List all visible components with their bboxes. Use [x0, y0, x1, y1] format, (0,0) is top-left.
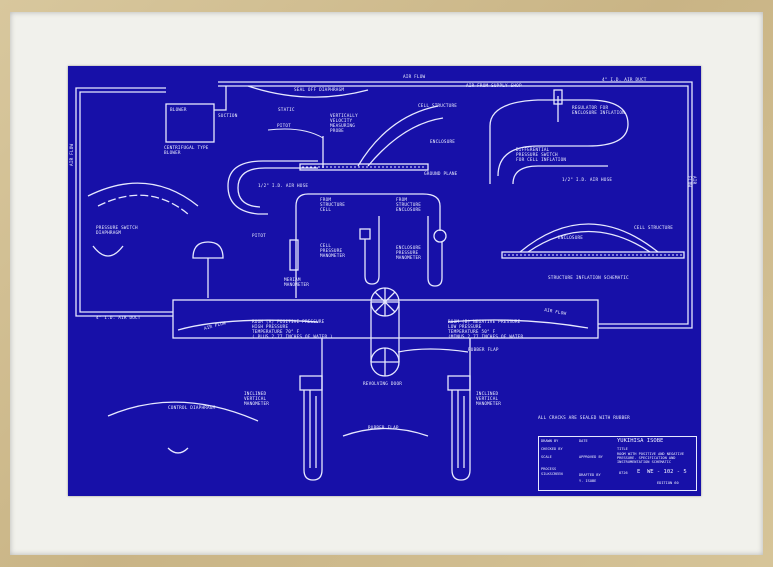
title-heading: TITLE	[617, 447, 628, 451]
date-label: DATE	[579, 439, 588, 443]
from-structure-cell-label: FROM STRUCTURE CELL	[320, 198, 346, 213]
air-hose-left-label: 1/2" I.D. AIR HOSE	[258, 184, 309, 189]
blower-box	[165, 103, 215, 143]
blower-label: BLOWER	[170, 108, 187, 113]
from-structure-enclosure-label: FROM STRUCTURE ENCLOSURE	[396, 198, 422, 213]
cell-manometer-label: CELL PRESSURE MANOMETER	[320, 244, 346, 259]
enclosure-gauge-circle	[433, 229, 447, 243]
enclosure-right-label: ENCLOSURE	[558, 236, 584, 241]
drawn-by-label: DRAWN BY	[541, 439, 559, 443]
pressure-switch-dome	[192, 241, 224, 259]
right-ground-strip	[501, 251, 685, 259]
meriam-manometer-label: MERIAM MANOMETER	[284, 278, 310, 288]
revolving-door-label: REVOLVING DOOR	[363, 382, 403, 387]
title-block: DRAWN BY DATE YUKIHISA ISOBE CHECKED BY …	[538, 436, 697, 491]
static-label: STATIC	[278, 108, 295, 113]
cracks-note-label: ALL CRACKS ARE SEALED WITH RUBBER	[538, 416, 630, 421]
scale-label: SCALE	[541, 455, 552, 459]
room-a-label: ROOM (A) POSITIVE PRESSURE HIGH PRESSURE…	[252, 320, 333, 340]
structure-schematic-label: STRUCTURE INFLATION SCHEMATIC	[548, 276, 629, 281]
approved-by-label: APPROVED BY	[579, 455, 603, 459]
vertical-probe-label: VERTICALLY VELOCITY MEASURING PROBE	[330, 114, 358, 134]
room-b-label: ROOM (B) NEGATIVE PRESSURE LOW PRESSURE …	[448, 320, 524, 340]
inclined-manometer-right-label: INCLINED VERTICAL MANOMETER	[476, 392, 502, 407]
drawing-title: ROOM WITH POSITIVE AND NEGATIVE PRESSURE…	[617, 452, 685, 465]
left-air-duct	[75, 87, 173, 317]
manometer-hose-loop	[295, 193, 441, 298]
air-flow-left-label: AIR FLOW	[70, 143, 75, 166]
control-diaphragm-label: CONTROL DIAPHRAGM	[168, 406, 216, 411]
air-from-supply-label: AIR FROM SUPPLY SHOP	[466, 84, 522, 89]
right-air-duct	[598, 81, 693, 329]
inclined-manometer-right	[447, 375, 471, 391]
inclined-manometer-left-label: INCLINED VERTICAL MANOMETER	[244, 392, 270, 407]
cell-structure-top-label: CELL STRUCTURE	[418, 104, 458, 109]
pressure-switch-diaphragm-arc	[87, 182, 199, 207]
enclosure-arc	[357, 105, 439, 167]
inclined-manometer-left	[299, 375, 323, 391]
centrifugal-blower-label: CENTRIFUGAL TYPE BLOWER	[164, 146, 209, 156]
differential-switch-label: DIFFERENTIAL PRESSURE SWITCH FOR CELL IN…	[516, 148, 567, 163]
meriam-manometer	[289, 239, 299, 271]
job-number: 8726	[619, 471, 628, 475]
regulator-label: REGULATOR FOR ENCLOSURE INFLATION	[572, 106, 625, 116]
drawing-number: WE - 102 - 5	[647, 469, 687, 475]
cell-gauge-square	[359, 228, 371, 240]
regulator-valve	[553, 89, 563, 105]
pressure-switch-label: PRESSURE SWITCH DIAPHRAGM	[96, 226, 138, 236]
control-diaphragm-arc	[107, 401, 259, 422]
pitot-label: PITOT	[277, 124, 291, 129]
ground-plane-label: GROUND PLANE	[424, 172, 458, 177]
right-enclosure-dome	[519, 223, 659, 253]
blueprint-drawing	[75, 81, 693, 481]
air-flow-top-label: AIR FLOW	[403, 75, 426, 80]
suction-label: SUCTION	[218, 114, 238, 119]
pitot-hose	[227, 160, 318, 215]
duct-right-label: 4" I.D. AIR DUCT	[602, 78, 647, 83]
enclosure-manometer-label: ENCLOSURE PRESSURE MANOMETER	[396, 246, 422, 261]
drafter-name: Y. ISOBE	[579, 479, 597, 483]
cell-structure-right-label: CELL STRUCTURE	[634, 226, 674, 231]
right-hose-loop	[489, 99, 629, 184]
process-label: PROCESS	[541, 467, 557, 471]
pitot-left-label: PITOT	[252, 234, 266, 239]
process-value: SILKSCREEN	[541, 472, 563, 476]
rubber-flap-right-label: RUBBER FLAP	[468, 348, 499, 353]
edition: EDITION 60	[657, 481, 679, 485]
enclosure-top-label: ENCLOSURE	[430, 140, 456, 145]
air-flow-right-label: AIR FLOW	[686, 176, 696, 188]
rubber-flap-bottom-label: RUBBER FLAP	[368, 426, 399, 431]
ground-plane-strip	[299, 163, 429, 171]
drafted-by-label: DRAFTED BY	[579, 473, 601, 477]
checked-by-label: CHECKED BY	[541, 447, 563, 451]
rubber-flap-bottom	[342, 427, 429, 437]
air-hose-right-label: 1/2" I.D. AIR HOSE	[562, 178, 613, 183]
seal-off-diaphragm-label: SEAL OFF DIAPHRAGM	[294, 88, 345, 93]
author-name: YUKIHISA ISOBE	[617, 438, 664, 444]
size-code: E	[637, 469, 641, 475]
blueprint-print: AIR FLOW AIR FLOW AIR FLOW BLOWER SUCTIO…	[68, 66, 701, 496]
duct-left-label: 4" I.D. AIR DUCT	[96, 316, 141, 321]
